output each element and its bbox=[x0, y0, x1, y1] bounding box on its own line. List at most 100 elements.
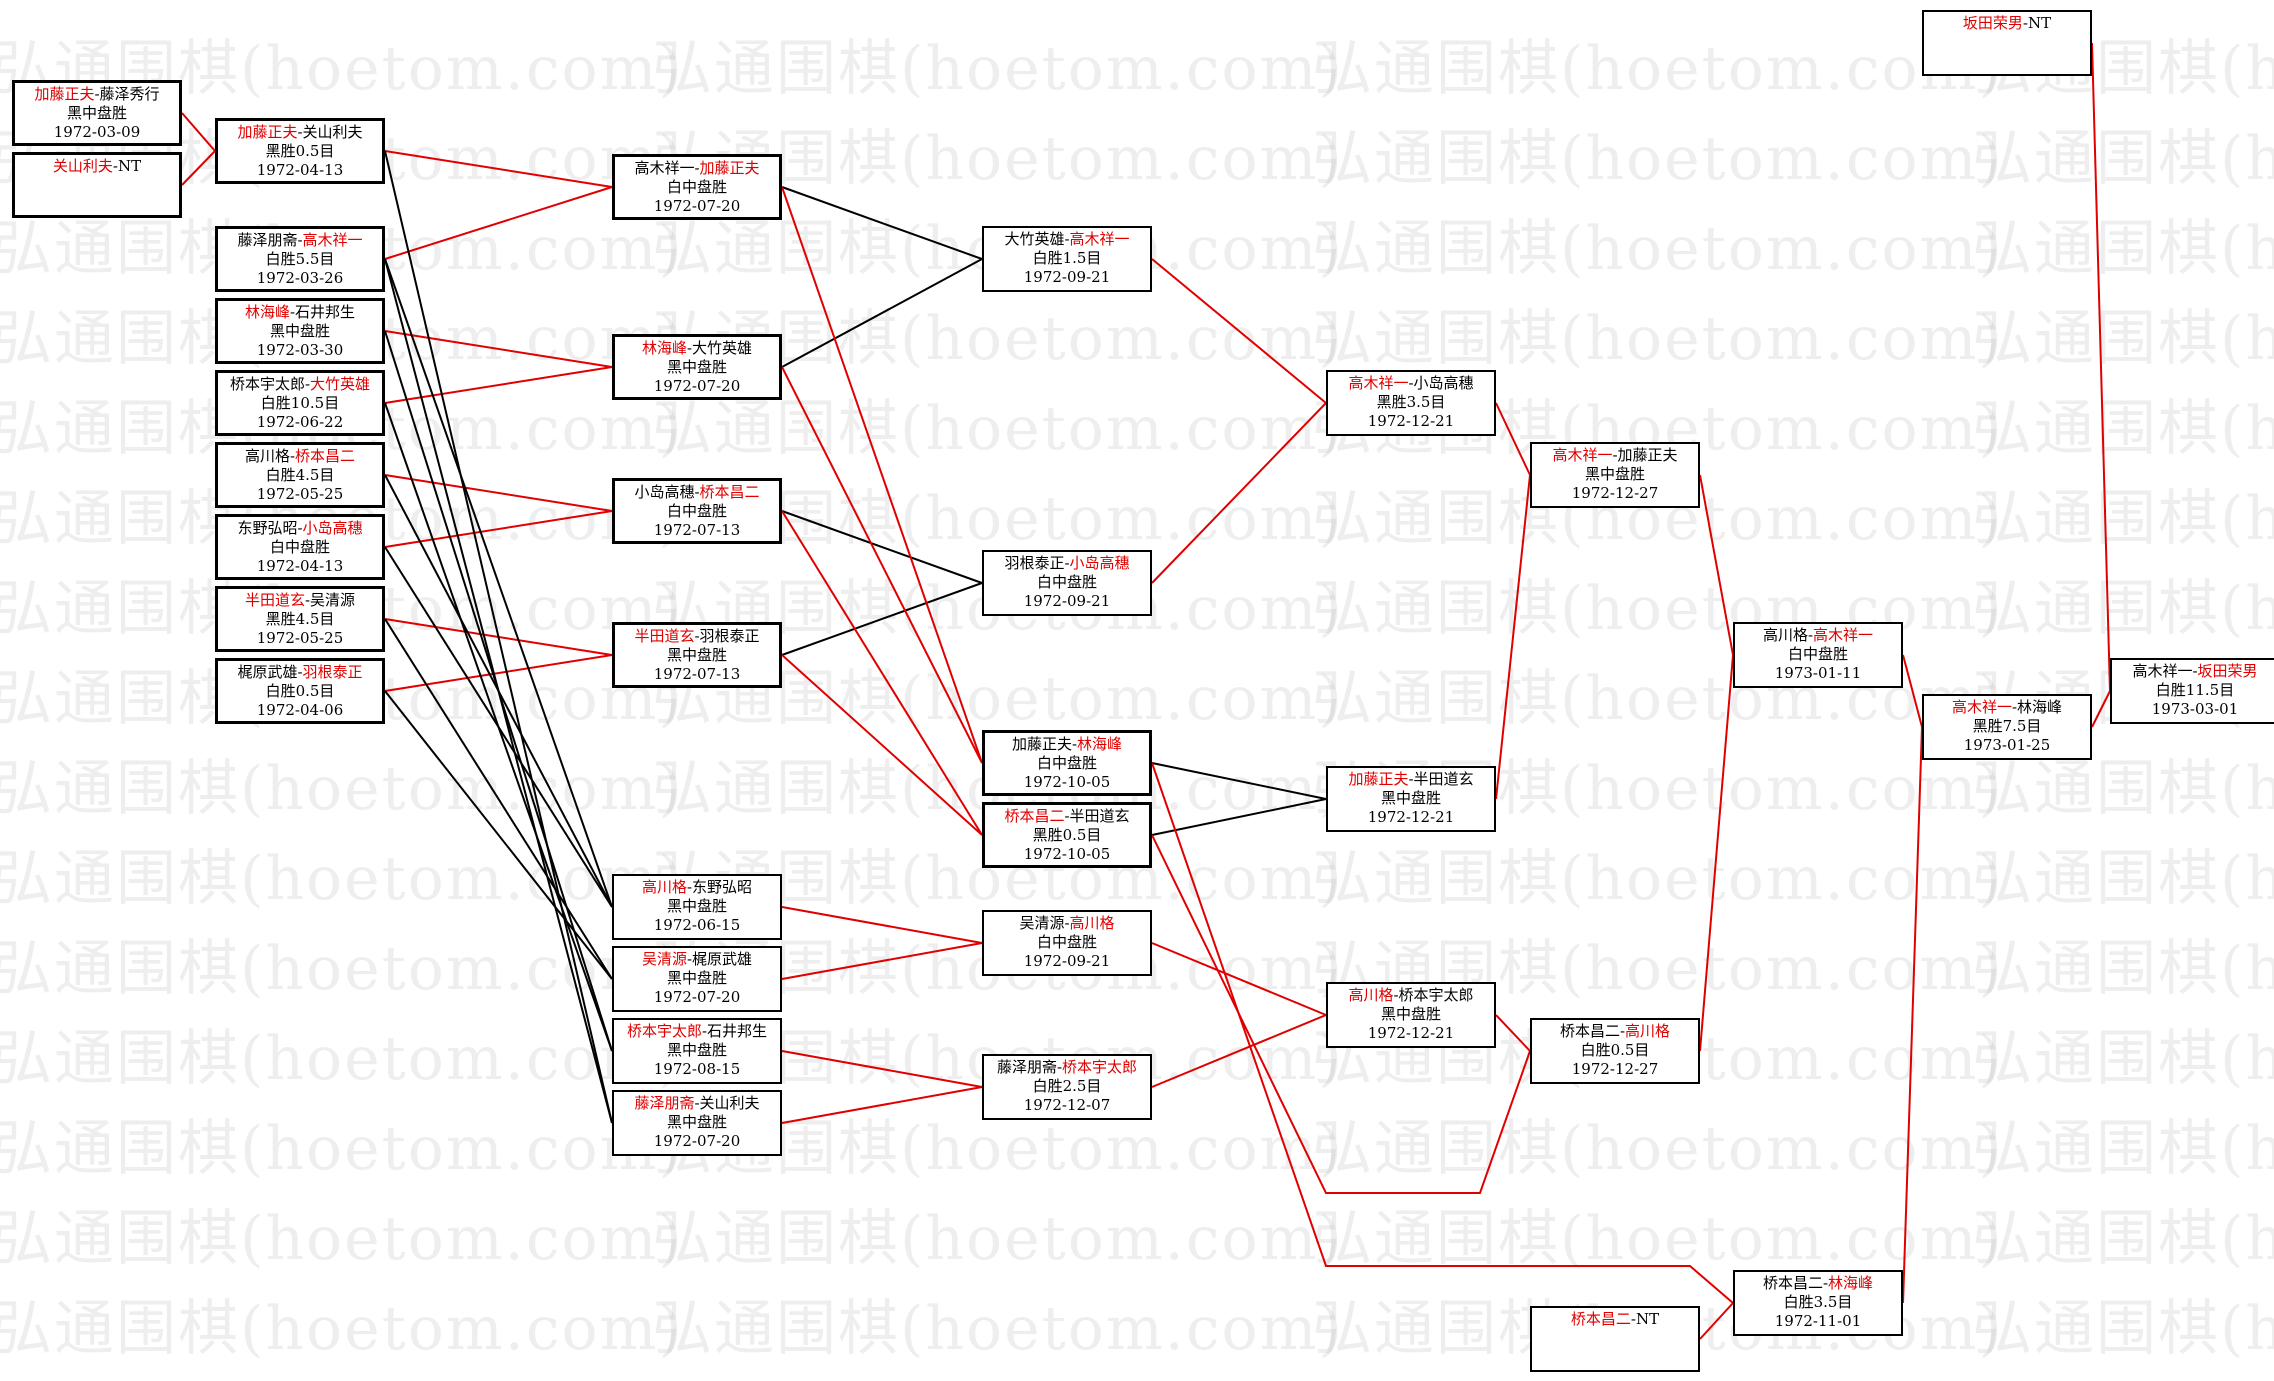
result-text: 黑胜7.5目 bbox=[1972, 717, 2042, 735]
bracket-connector bbox=[384, 258, 613, 908]
player-black: 吴清源 bbox=[1019, 914, 1065, 932]
date-text: 1972-06-15 bbox=[653, 916, 741, 934]
player-white: 加藤正夫 bbox=[1617, 446, 1678, 464]
date-text: 1973-01-11 bbox=[1774, 664, 1862, 682]
players-line: 林海峰-石井邦生 bbox=[218, 303, 382, 322]
bracket-connector bbox=[781, 942, 983, 980]
bracket-connector bbox=[384, 186, 613, 260]
players-line: 高川格-东野弘昭 bbox=[614, 878, 780, 897]
vs-dash: - bbox=[694, 627, 700, 645]
player-white: 加藤正夫 bbox=[699, 159, 760, 177]
player-white: 桥本昌二 bbox=[699, 483, 760, 501]
player-black: 高木祥一 bbox=[1552, 446, 1613, 464]
player-black: 加藤正夫 bbox=[34, 85, 95, 103]
bracket-connector bbox=[1699, 1302, 1734, 1340]
bracket-connector bbox=[781, 582, 983, 656]
vs-dash: - bbox=[297, 519, 303, 537]
date-text: 1972-10-05 bbox=[1023, 845, 1111, 863]
bye-box[interactable]: 桥本昌二-NT bbox=[1530, 1306, 1700, 1372]
bracket-connector bbox=[384, 654, 613, 692]
date-text: 1972-05-25 bbox=[256, 629, 344, 647]
result-text: 黑胜4.5目 bbox=[265, 610, 335, 628]
vs-dash: - bbox=[304, 375, 311, 393]
date-text: 1972-07-13 bbox=[653, 665, 741, 683]
bracket-connector bbox=[384, 546, 613, 908]
players-line: 高木祥一-林海峰 bbox=[1924, 698, 2090, 717]
result-text: 白胜4.5目 bbox=[265, 466, 335, 484]
result-text: 白胜5.5目 bbox=[265, 250, 335, 268]
player-white: 关山利夫 bbox=[302, 123, 363, 141]
result-text: 黑中盘胜 bbox=[269, 322, 330, 340]
players-line: 半田道玄-羽根泰正 bbox=[615, 627, 779, 646]
players-line: 林海峰-大竹英雄 bbox=[615, 339, 779, 358]
nt-marker: -NT bbox=[112, 157, 142, 175]
bracket-connector bbox=[1151, 258, 1327, 404]
bracket-connector bbox=[384, 474, 613, 512]
players-line: 关山利夫-NT bbox=[15, 157, 179, 176]
date-text: 1972-12-21 bbox=[1367, 412, 1455, 430]
date-text: 1972-11-01 bbox=[1774, 1312, 1862, 1330]
player-white: 高木祥一 bbox=[302, 231, 363, 249]
bye-box[interactable]: 关山利夫-NT bbox=[12, 152, 182, 218]
result-text: 白中盘胜 bbox=[269, 538, 330, 556]
player-black: 半田道玄 bbox=[634, 627, 695, 645]
players-line: 桥本昌二-半田道玄 bbox=[985, 807, 1149, 826]
bye-box[interactable]: 坂田荣男-NT bbox=[1922, 10, 2092, 76]
players-line: 高木祥一-小岛高穗 bbox=[1328, 374, 1494, 393]
bracket-connector bbox=[1151, 1014, 1327, 1088]
bracket-connector bbox=[781, 510, 983, 836]
vs-dash: - bbox=[297, 231, 303, 249]
bracket-connector bbox=[384, 330, 613, 368]
players-line: 藤泽朋斋-桥本宇太郎 bbox=[984, 1058, 1150, 1077]
player-white: 小岛高穗 bbox=[1069, 554, 1130, 572]
player-black: 桥本昌二 bbox=[1570, 1310, 1631, 1328]
vs-dash: - bbox=[1064, 554, 1070, 572]
player-black: 加藤正夫 bbox=[1011, 735, 1072, 753]
vs-dash: - bbox=[1807, 626, 1814, 644]
date-text: 1972-03-30 bbox=[256, 341, 344, 359]
date-text: 1972-07-20 bbox=[653, 197, 741, 215]
date-text: 1972-08-15 bbox=[653, 1060, 741, 1078]
date-text: 1972-07-20 bbox=[653, 377, 741, 395]
vs-dash: - bbox=[1408, 770, 1414, 788]
vs-dash: - bbox=[297, 123, 303, 141]
players-line: 高木祥一-加藤正夫 bbox=[1532, 446, 1698, 465]
result-text: 白胜11.5目 bbox=[2155, 681, 2235, 699]
bracket-connector bbox=[1699, 654, 1734, 1052]
date-text: 1972-03-09 bbox=[53, 123, 141, 141]
